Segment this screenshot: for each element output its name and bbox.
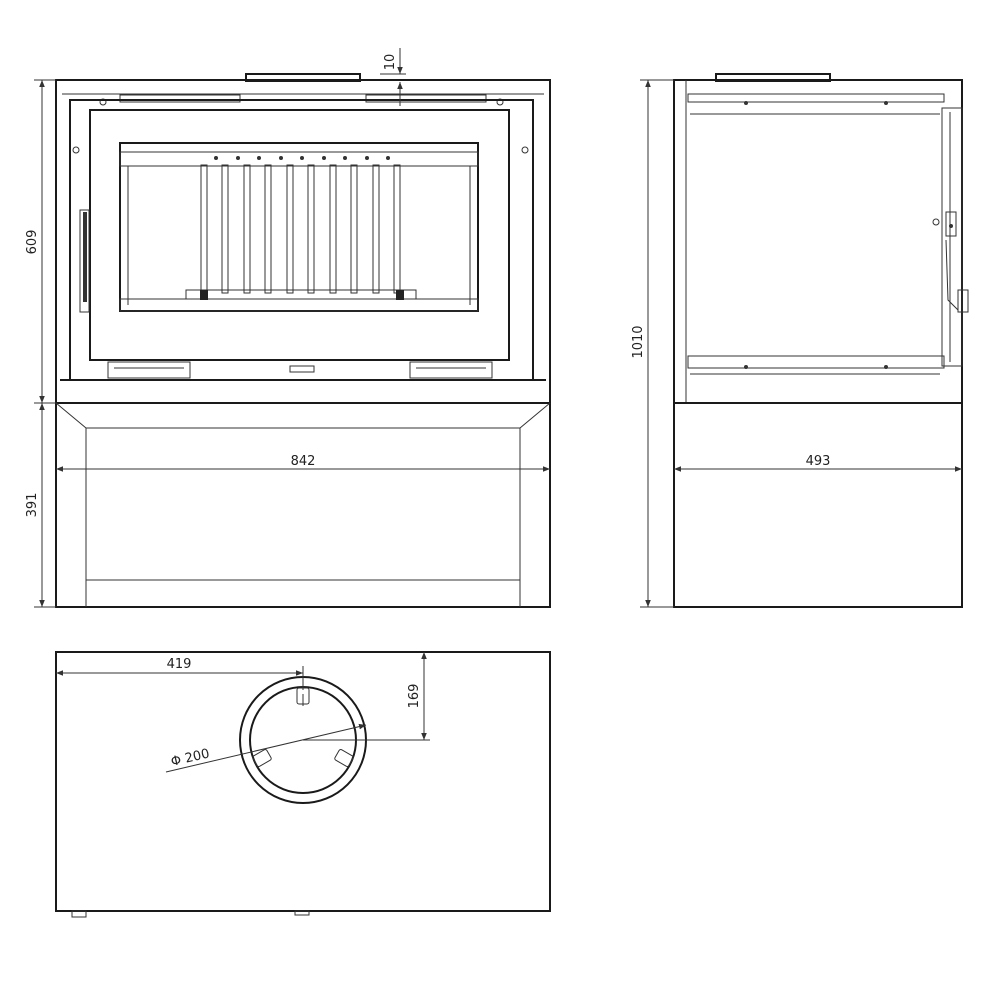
front-top-vent-right — [365, 94, 487, 103]
firebox-bottom-ledge — [119, 298, 479, 312]
front-top-vent-left — [119, 94, 241, 103]
door-handle-grip — [83, 212, 87, 302]
air-vent-right — [409, 361, 493, 379]
dim-front-upper-height: 609 — [25, 230, 40, 255]
grate — [185, 156, 417, 300]
side-door-edge — [941, 107, 963, 367]
firebox-opening — [119, 142, 479, 312]
front-screw-ml — [72, 146, 80, 154]
dim-flue-offset-y: 169 — [407, 684, 422, 709]
side-view — [673, 73, 969, 608]
front-base-outline — [55, 402, 551, 608]
dim-flue-offset-x: 419 — [167, 657, 192, 672]
dim-depth: 493 — [806, 454, 831, 469]
side-body-outline — [673, 79, 963, 404]
front-dimensions: 10 609 391 842 — [25, 48, 550, 608]
top-foot-left — [71, 910, 87, 918]
side-top-rail — [687, 93, 945, 103]
top-outline — [55, 651, 551, 912]
dim-flue-diameter-line — [165, 723, 367, 773]
side-handle-knob — [957, 289, 969, 313]
top-dimensions: 419 169 Φ 200 — [56, 652, 430, 773]
side-dimensions: 1010 493 — [631, 79, 962, 608]
air-control — [289, 365, 315, 373]
dim-base-height: 391 — [25, 493, 40, 518]
front-screw-mr — [521, 146, 529, 154]
dim-front-width: 842 — [291, 454, 316, 469]
firebox-top-baffle — [119, 151, 479, 167]
dim-total-height: 1010 — [631, 325, 646, 358]
side-hinge — [945, 211, 957, 237]
dim-top-clearance: 10 — [383, 54, 398, 71]
top-foot-center — [294, 910, 310, 916]
door-glass-outer — [89, 109, 510, 361]
side-base-outline — [673, 402, 963, 608]
top-view — [55, 651, 551, 918]
front-body-outline — [55, 79, 551, 404]
air-vent-left — [107, 361, 191, 379]
front-base-panel — [85, 427, 521, 581]
side-handle-rod — [945, 239, 959, 311]
door-handle — [79, 209, 90, 313]
front-view — [55, 73, 551, 608]
side-bottom-rail — [687, 355, 945, 369]
